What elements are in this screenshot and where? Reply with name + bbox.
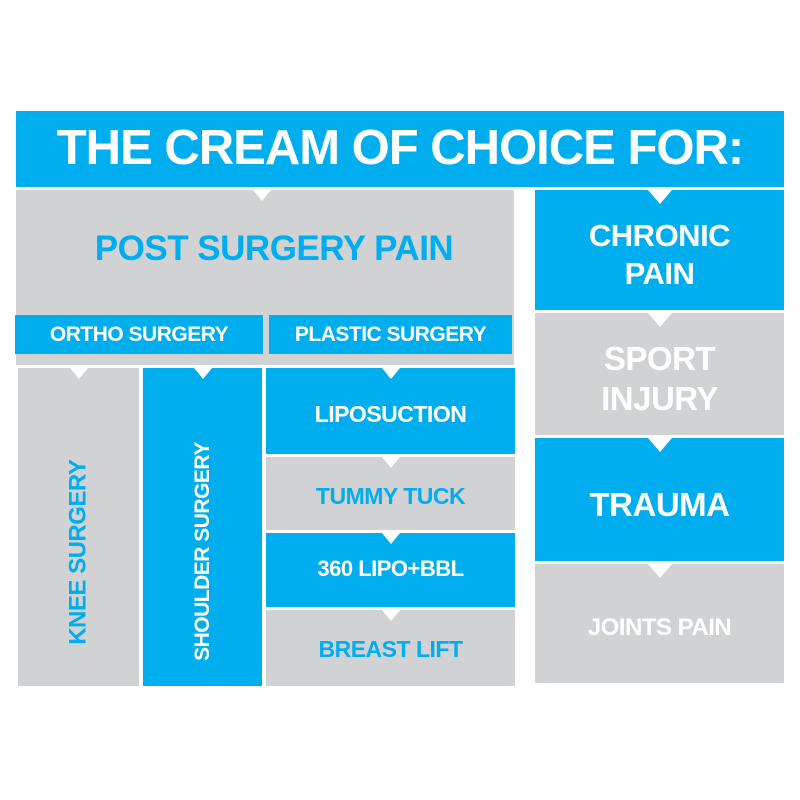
item-label: TUMMY TUCK — [315, 482, 466, 509]
item-label-line2: PAIN — [624, 256, 695, 291]
post-surgery-title: POST SURGERY PAIN — [94, 229, 454, 268]
item-label: SHOULDER SURGERY — [190, 442, 214, 662]
item-knee-surgery: KNEE SURGERY — [18, 368, 139, 686]
category-plastic-surgery: PLASTIC SURGERY — [269, 315, 512, 354]
arrow-down-icon — [647, 313, 672, 327]
item-label: 360 LIPO+BBL — [317, 555, 464, 581]
arrow-down-icon — [69, 368, 88, 379]
item-label-line2: INJURY — [601, 380, 718, 417]
arrow-down-icon — [381, 457, 400, 468]
arrow-down-icon — [381, 610, 400, 621]
arrow-down-icon — [193, 368, 212, 379]
item-label: JOINTS PAIN — [587, 614, 732, 642]
arrow-down-icon — [381, 368, 400, 379]
arrow-down-icon — [647, 564, 672, 578]
item-label-line1: CHRONIC — [588, 217, 731, 253]
item-joints-pain: JOINTS PAIN — [535, 564, 784, 683]
item-label: TRAUMA — [589, 486, 730, 524]
item-shoulder-surgery: SHOULDER SURGERY — [143, 368, 262, 686]
arrow-down-icon — [253, 190, 271, 201]
item-label: KNEE SURGERY — [64, 459, 92, 645]
item-sport-injury: SPORT INJURY — [535, 313, 784, 435]
item-label: BREAST LIFT — [318, 636, 464, 663]
item-chronic-pain: CHRONIC PAIN — [535, 190, 784, 310]
item-trauma: TRAUMA — [535, 438, 784, 561]
arrow-down-icon — [647, 438, 672, 452]
item-liposuction: LIPOSUCTION — [266, 368, 515, 454]
header-title: THE CREAM OF CHOICE FOR: — [56, 121, 744, 176]
item-360-lipo-bbl: 360 LIPO+BBL — [266, 533, 515, 607]
category-ortho-surgery: ORTHO SURGERY — [15, 315, 263, 354]
item-label-line1: SPORT — [603, 339, 716, 377]
category-label: ORTHO SURGERY — [49, 322, 229, 346]
arrow-down-icon — [647, 190, 672, 204]
category-label: PLASTIC SURGERY — [294, 322, 487, 346]
item-label: LIPOSUCTION — [314, 401, 467, 428]
header-banner: THE CREAM OF CHOICE FOR: — [16, 111, 784, 187]
item-breast-lift: BREAST LIFT — [266, 610, 515, 686]
arrow-down-icon — [381, 533, 400, 544]
item-tummy-tuck: TUMMY TUCK — [266, 457, 515, 530]
